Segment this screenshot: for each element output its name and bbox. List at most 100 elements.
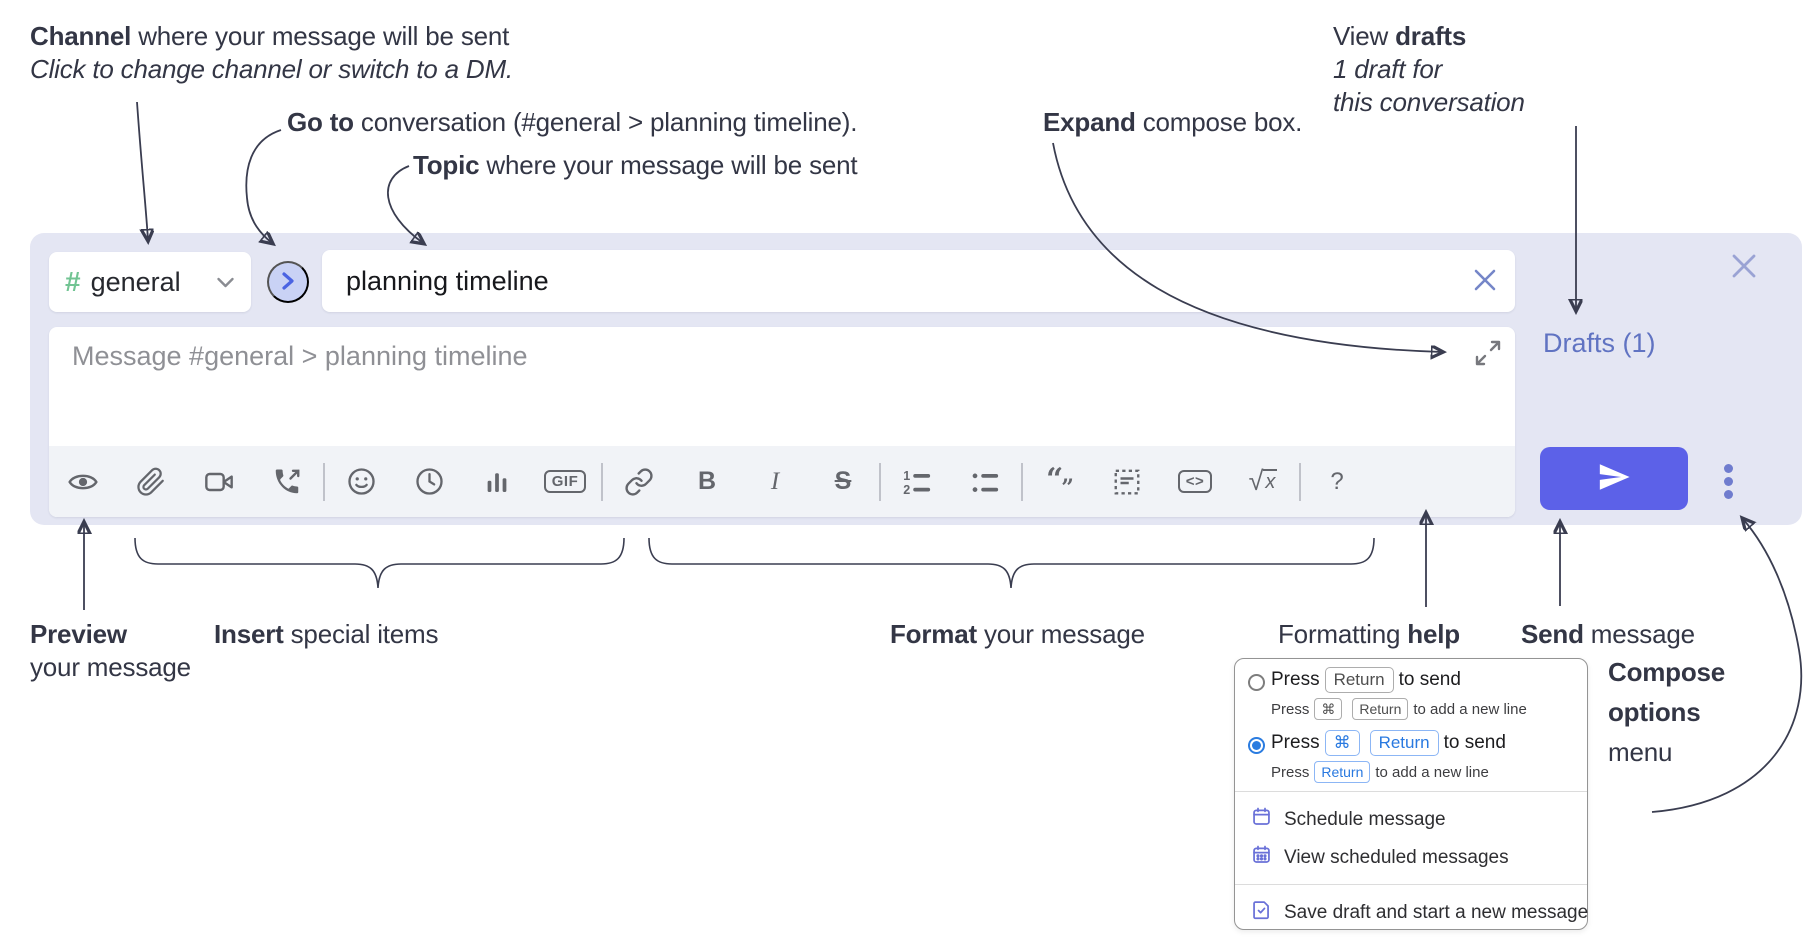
menu-item-schedule-message[interactable]: Schedule message — [1251, 806, 1446, 833]
compose-options-menu-button[interactable] — [1710, 455, 1746, 507]
return-key: Return — [1314, 761, 1371, 783]
italic-icon: I — [770, 467, 780, 495]
channel-name: general — [90, 266, 181, 297]
spoiler-button[interactable] — [1105, 460, 1149, 504]
clear-topic-button[interactable] — [1463, 259, 1507, 303]
toolbar-separator — [601, 462, 603, 501]
close-icon — [1727, 254, 1761, 286]
format-note: Format your message — [890, 619, 1145, 649]
topic-input[interactable] — [322, 265, 1463, 297]
compose-box: # general Message #general > planning ti… — [30, 233, 1802, 525]
toolbar-separator — [1299, 462, 1301, 501]
emoji-button[interactable] — [339, 460, 383, 504]
menu-item-view-scheduled-messages[interactable]: View scheduled messages — [1251, 844, 1509, 871]
topic-note: Topic where your message will be sent — [413, 150, 858, 180]
drafts-note: View drafts 1 draft for this conversatio… — [1333, 21, 1525, 117]
formatting-help-note: Formatting help — [1278, 619, 1460, 649]
radio-enter-to-send[interactable] — [1248, 674, 1265, 691]
toolbar-separator — [323, 462, 325, 501]
paperclip-icon — [136, 467, 166, 497]
code-button[interactable]: <> — [1173, 460, 1217, 504]
calendar-grid-icon — [1251, 844, 1272, 871]
chevron-right-icon — [279, 271, 297, 294]
compose-options-menu: Press Return to send Press ⌘ Return to a… — [1234, 658, 1588, 930]
cmd-key: ⌘ — [1314, 698, 1343, 720]
video-camera-icon — [203, 466, 235, 498]
italic-button[interactable]: I — [753, 460, 797, 504]
clock-icon — [414, 466, 445, 497]
insert-link-button[interactable] — [617, 460, 661, 504]
message-placeholder: Message #general > planning timeline — [72, 341, 528, 371]
quote-icon: “” — [1046, 462, 1074, 501]
message-area[interactable]: Message #general > planning timeline — [49, 327, 1515, 517]
quote-button[interactable]: “” — [1037, 460, 1081, 504]
math-icon: √ — [1248, 466, 1264, 496]
return-key: Return — [1352, 698, 1409, 720]
toolbar-separator — [1021, 462, 1023, 501]
option-cmd-enter-subtext: Press Return to add a new line — [1271, 761, 1489, 783]
link-icon — [624, 467, 654, 497]
menu-divider — [1235, 791, 1587, 792]
code-icon: <> — [1177, 470, 1213, 493]
option-cmd-enter-to-send[interactable]: Press ⌘ Return to send — [1271, 730, 1506, 756]
dot-icon — [1723, 476, 1733, 486]
send-button[interactable] — [1540, 447, 1688, 510]
svg-text:1: 1 — [903, 469, 910, 483]
return-key: Return — [1369, 730, 1439, 756]
eye-icon — [67, 466, 99, 498]
add-gif-button[interactable]: GIF — [543, 460, 587, 504]
spoiler-icon — [1112, 467, 1142, 497]
expand-note: Expand compose box. — [1043, 107, 1303, 137]
format-brace — [648, 537, 1375, 589]
goto-note: Go to conversation (#general > planning … — [287, 107, 858, 137]
channel-hash-icon: # — [65, 266, 81, 297]
goto-arrow — [245, 129, 282, 243]
calendar-icon — [1251, 806, 1272, 833]
chevron-down-icon — [216, 276, 235, 289]
add-global-time-button[interactable] — [407, 460, 451, 504]
strikethrough-button[interactable]: S — [821, 460, 865, 504]
go-to-conversation-button[interactable] — [267, 261, 309, 303]
smiley-icon — [346, 466, 377, 497]
channel-selector[interactable]: # general — [49, 252, 251, 312]
channel-arrow — [136, 101, 148, 240]
radio-cmd-enter-to-send[interactable] — [1248, 737, 1265, 754]
bold-icon: B — [697, 467, 717, 495]
cmd-key: ⌘ — [1324, 730, 1360, 756]
bar-chart-icon — [482, 467, 512, 497]
strikethrough-icon: S — [834, 467, 852, 495]
math-button[interactable]: √x — [1241, 460, 1285, 504]
insert-brace — [134, 537, 625, 589]
bold-button[interactable]: B — [685, 460, 729, 504]
save-draft-icon — [1251, 899, 1272, 926]
menu-item-save-draft-new-message[interactable]: Save draft and start a new message — [1251, 899, 1588, 926]
bulleted-list-button[interactable] — [963, 460, 1007, 504]
dot-icon — [1723, 463, 1733, 473]
video-call-icon-button[interactable] — [197, 460, 241, 504]
compose-options-note: Compose options menu — [1608, 657, 1726, 767]
send-plane-icon — [1597, 460, 1631, 497]
option-enter-subtext: Press ⌘ Return to add a new line — [1271, 698, 1527, 720]
option-enter-to-send[interactable]: Press Return to send — [1271, 667, 1461, 693]
menu-divider — [1235, 884, 1587, 885]
dot-icon — [1723, 489, 1733, 499]
insert-note: Insert special items — [214, 619, 439, 649]
expand-compose-button[interactable] — [1473, 339, 1503, 369]
message-formatting-help-button[interactable]: ? — [1315, 460, 1359, 504]
question-mark-icon: ? — [1330, 467, 1344, 495]
svg-text:2: 2 — [903, 482, 910, 496]
return-key: Return — [1324, 667, 1394, 693]
phone-outgoing-icon — [272, 467, 302, 497]
preview-button[interactable] — [61, 460, 105, 504]
channel-note: Channel where your message will be sent … — [30, 21, 513, 84]
close-compose-button[interactable] — [1724, 247, 1764, 287]
drafts-link[interactable]: Drafts (1) — [1543, 328, 1656, 358]
bulleted-list-icon — [970, 467, 1000, 497]
voice-call-icon-button[interactable] — [265, 460, 309, 504]
add-poll-button[interactable] — [475, 460, 519, 504]
attach-file-button[interactable] — [129, 460, 173, 504]
